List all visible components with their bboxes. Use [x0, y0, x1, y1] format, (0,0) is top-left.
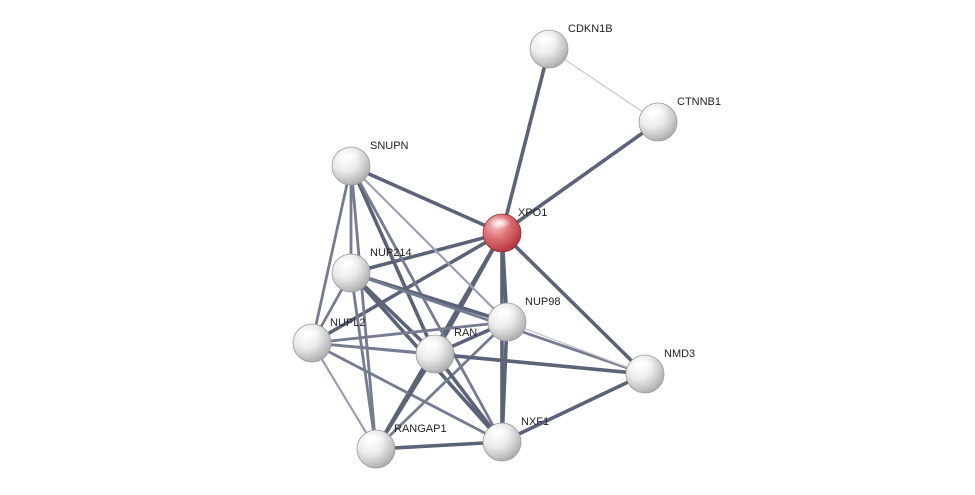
node-highlight-shine — [536, 33, 558, 45]
node-label: XPO1 — [518, 207, 547, 219]
node-label: SNUPN — [370, 140, 409, 152]
edge-snupn-ran — [349, 164, 437, 356]
node-label: NXF1 — [521, 416, 549, 428]
node-highlight-shine — [632, 358, 654, 370]
node-label: NUP214 — [370, 247, 412, 259]
edge-xpo1-ctnnb1 — [500, 120, 660, 235]
node-label: RAN — [454, 327, 477, 339]
edge-cdkn1b-ctnnb1 — [548, 48, 659, 123]
node-highlight-shine — [299, 327, 321, 339]
node-highlight-shine — [494, 306, 516, 318]
edges-layer — [310, 47, 660, 451]
edge-nup98-nmd3 — [506, 321, 646, 375]
node-nxf1[interactable]: NXF1 — [482, 416, 549, 462]
node-cdkn1b[interactable]: CDKN1B — [529, 23, 613, 69]
edge-nup98-rangap1 — [374, 320, 509, 451]
node-highlight-shine — [338, 150, 360, 162]
edge-nupl2-rangap1 — [310, 341, 378, 451]
edge-rangap1-nxf1 — [374, 440, 504, 451]
node-highlight-shine — [645, 106, 667, 118]
node-label: RANGAP1 — [394, 423, 447, 435]
edge-nup98-nxf1 — [500, 320, 509, 444]
node-nup214[interactable]: NUP214 — [331, 247, 412, 293]
edge-snupn-nupl2 — [310, 164, 353, 345]
node-label: CTNNB1 — [677, 96, 721, 108]
edge-nup214-rangap1 — [349, 271, 378, 451]
edge-nupl2-nup98 — [310, 320, 509, 345]
edge-xpo1-cdkn1b — [500, 47, 551, 235]
node-label: CDKN1B — [568, 23, 613, 35]
edge-snupn-nxf1 — [349, 164, 504, 444]
node-ctnnb1[interactable]: CTNNB1 — [638, 96, 721, 142]
node-highlight-shine — [422, 338, 444, 350]
node-highlight-shine — [363, 433, 385, 445]
node-highlight-shine — [338, 257, 360, 269]
node-xpo1[interactable]: XPO1 — [482, 207, 547, 253]
node-label: NUP98 — [525, 296, 560, 308]
edge-snupn-nup98 — [349, 164, 509, 324]
node-highlight-shine — [489, 217, 511, 229]
node-nupl2[interactable]: NUPL2 — [292, 317, 365, 363]
node-snupn[interactable]: SNUPN — [331, 140, 409, 186]
node-label: NMD3 — [664, 348, 695, 360]
edge-xpo1-nmd3 — [500, 231, 647, 376]
edge-ran-nmd3 — [433, 352, 647, 376]
node-nmd3[interactable]: NMD3 — [625, 348, 695, 394]
node-nup98[interactable]: NUP98 — [487, 296, 560, 342]
edge-nxf1-nmd3 — [500, 372, 647, 444]
node-rangap1[interactable]: RANGAP1 — [356, 423, 447, 469]
node-label: NUPL2 — [330, 317, 365, 329]
edge-snupn-rangap1 — [349, 164, 378, 451]
node-highlight-shine — [489, 426, 511, 438]
edge-xpo1-snupn — [349, 164, 504, 235]
node-ran[interactable]: RAN — [415, 327, 477, 374]
edge-xpo1-nup214 — [349, 231, 504, 275]
edge-nupl2-nxf1 — [310, 341, 504, 444]
